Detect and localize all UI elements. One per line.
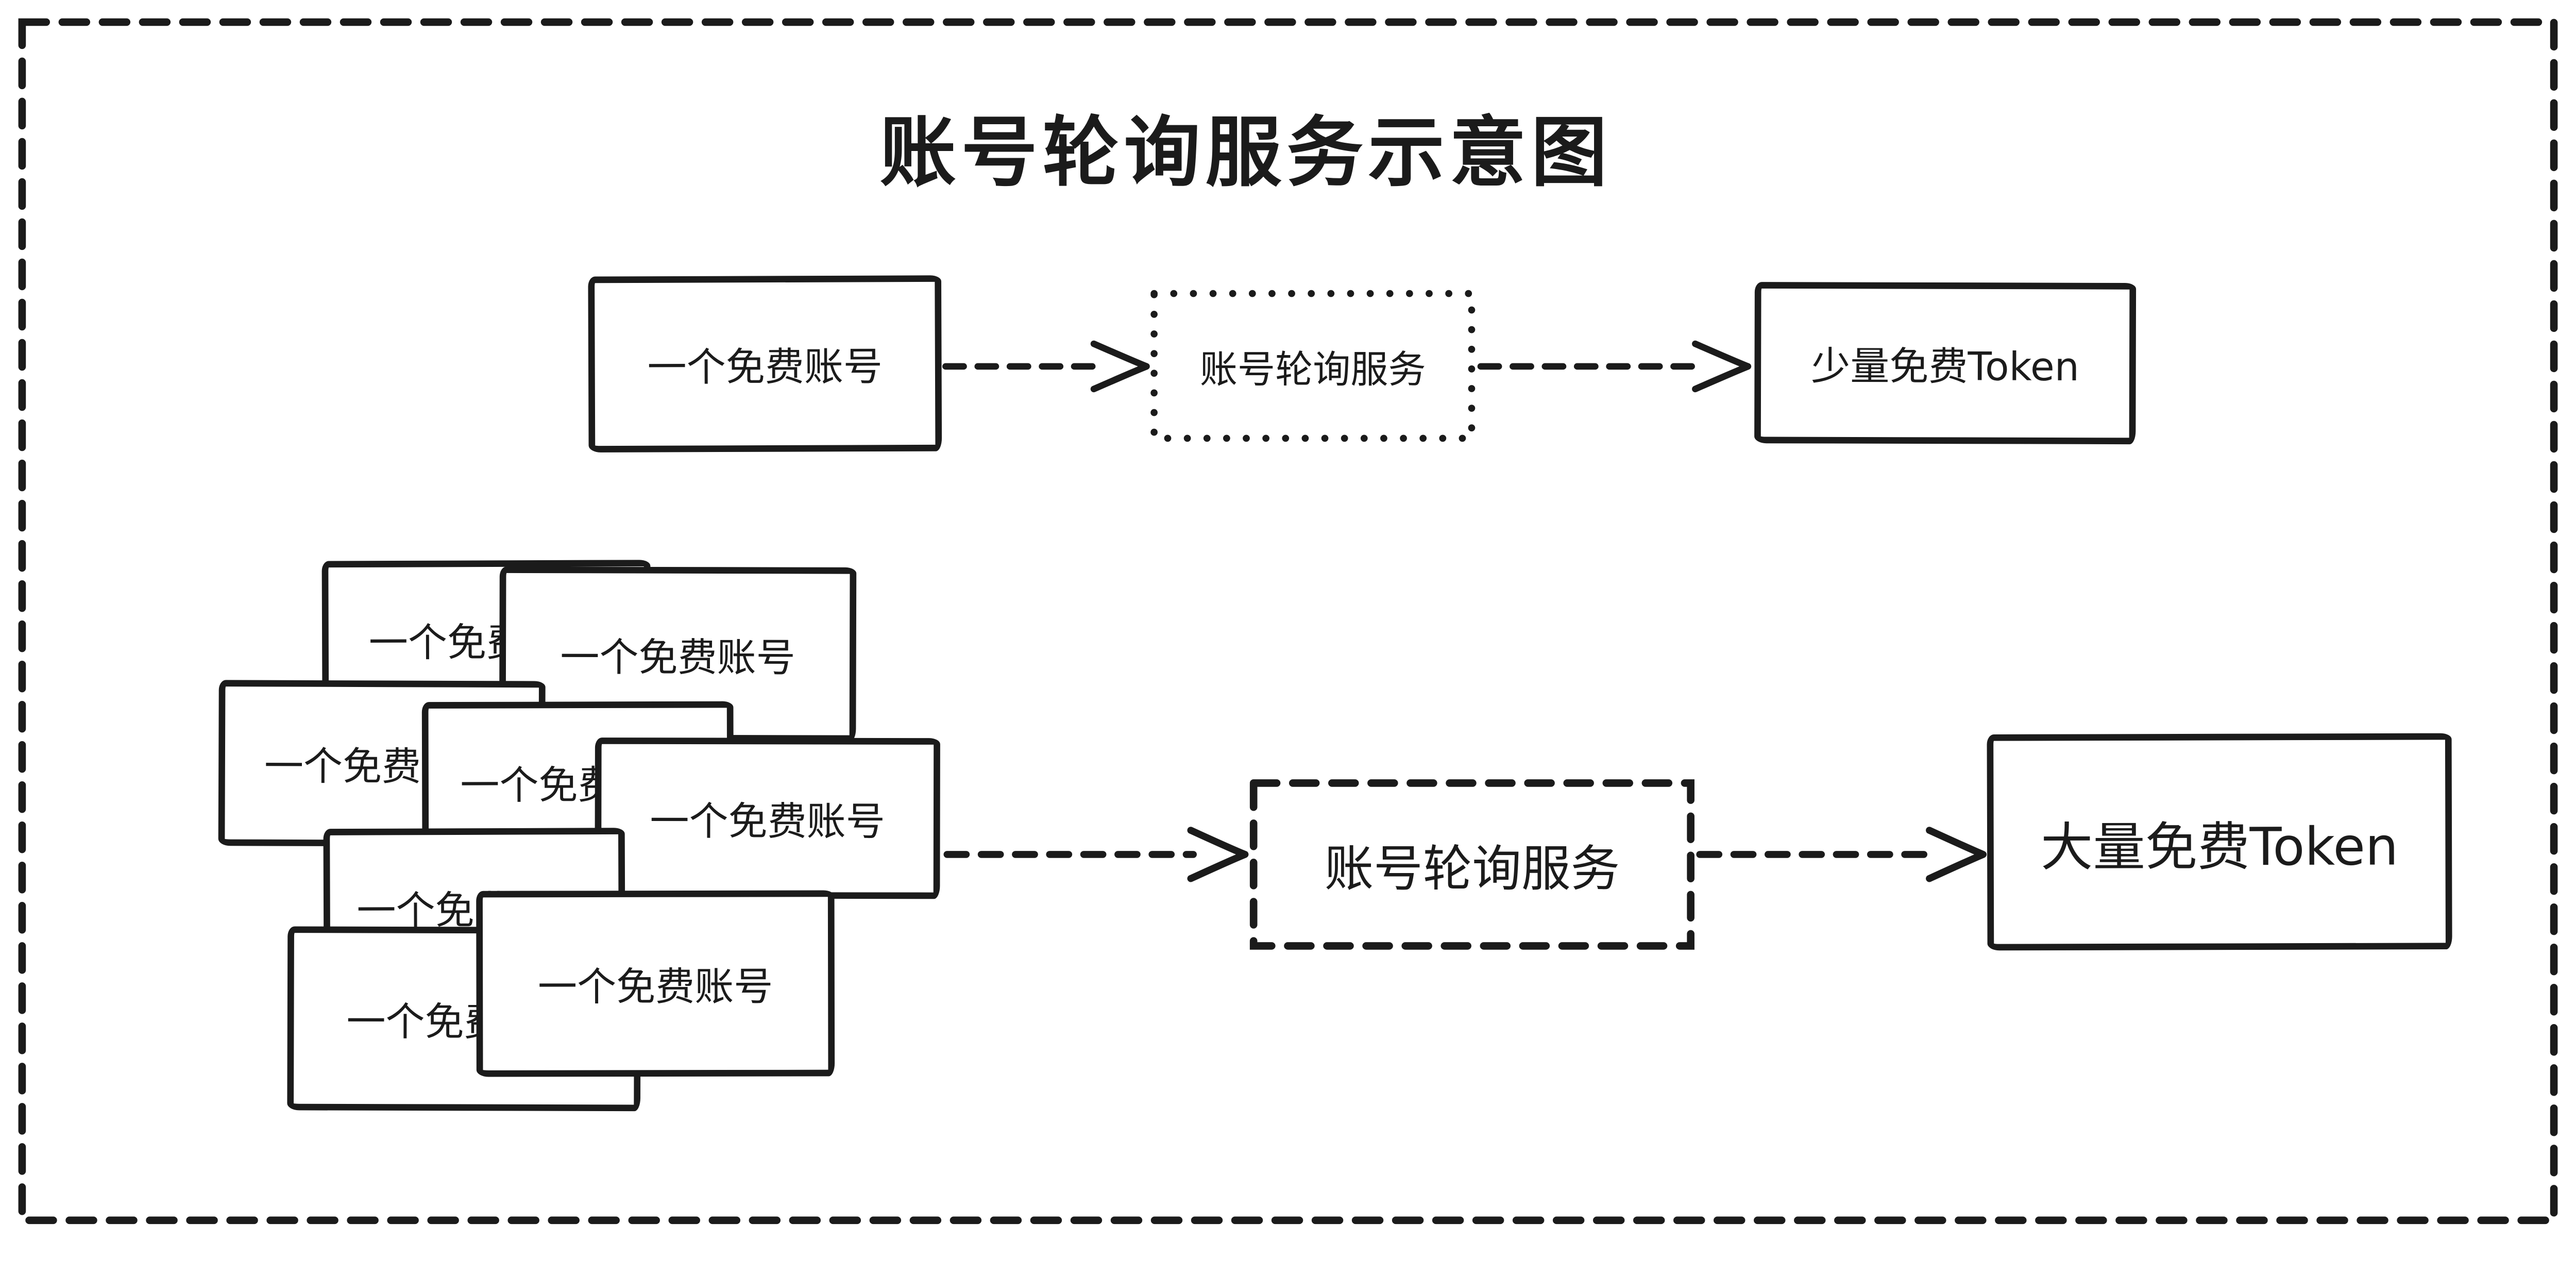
top-free-account-box: 一个免费账号 [588, 275, 942, 452]
dashed-arrow-bottom-1 [943, 827, 1249, 882]
outer-dashed-frame [18, 18, 2558, 1225]
diagram-title: 账号轮询服务示意图 [879, 108, 1613, 197]
account-label: 一个免费账号 [560, 634, 795, 681]
dashed-arrow-top-1 [942, 340, 1150, 393]
top-polling-service-label: 账号轮询服务 [1199, 347, 1426, 392]
dashed-border [1249, 779, 1694, 950]
bottom-polling-service-label: 账号轮询服务 [1324, 840, 1620, 898]
top-polling-service-box: 账号轮询服务 [1150, 289, 1476, 443]
top-free-account-label: 一个免费账号 [647, 344, 883, 391]
account-box-5: 一个免费账号 [595, 737, 940, 899]
diagram-canvas: 账号轮询服务示意图 一个免费账号 账号轮询服务 少量免费Token 一个免费账号… [18, 18, 2558, 1225]
top-result-token-label: 少量免费Token [1811, 343, 2080, 390]
top-result-token-box: 少量免费Token [1754, 282, 2137, 445]
dotted-border [1150, 290, 1476, 442]
account-label: 一个免费账号 [650, 799, 885, 845]
bottom-result-token-label: 大量免费Token [2040, 815, 2399, 878]
dashed-arrow-bottom-2 [1696, 827, 1987, 882]
account-box-8: 一个免费账号 [476, 890, 835, 1077]
bottom-polling-service-box: 账号轮询服务 [1249, 779, 1695, 950]
dashed-arrow-top-2 [1477, 340, 1752, 393]
bottom-result-token-box: 大量免费Token [1987, 733, 2452, 951]
account-label: 一个免费账号 [537, 964, 773, 1010]
